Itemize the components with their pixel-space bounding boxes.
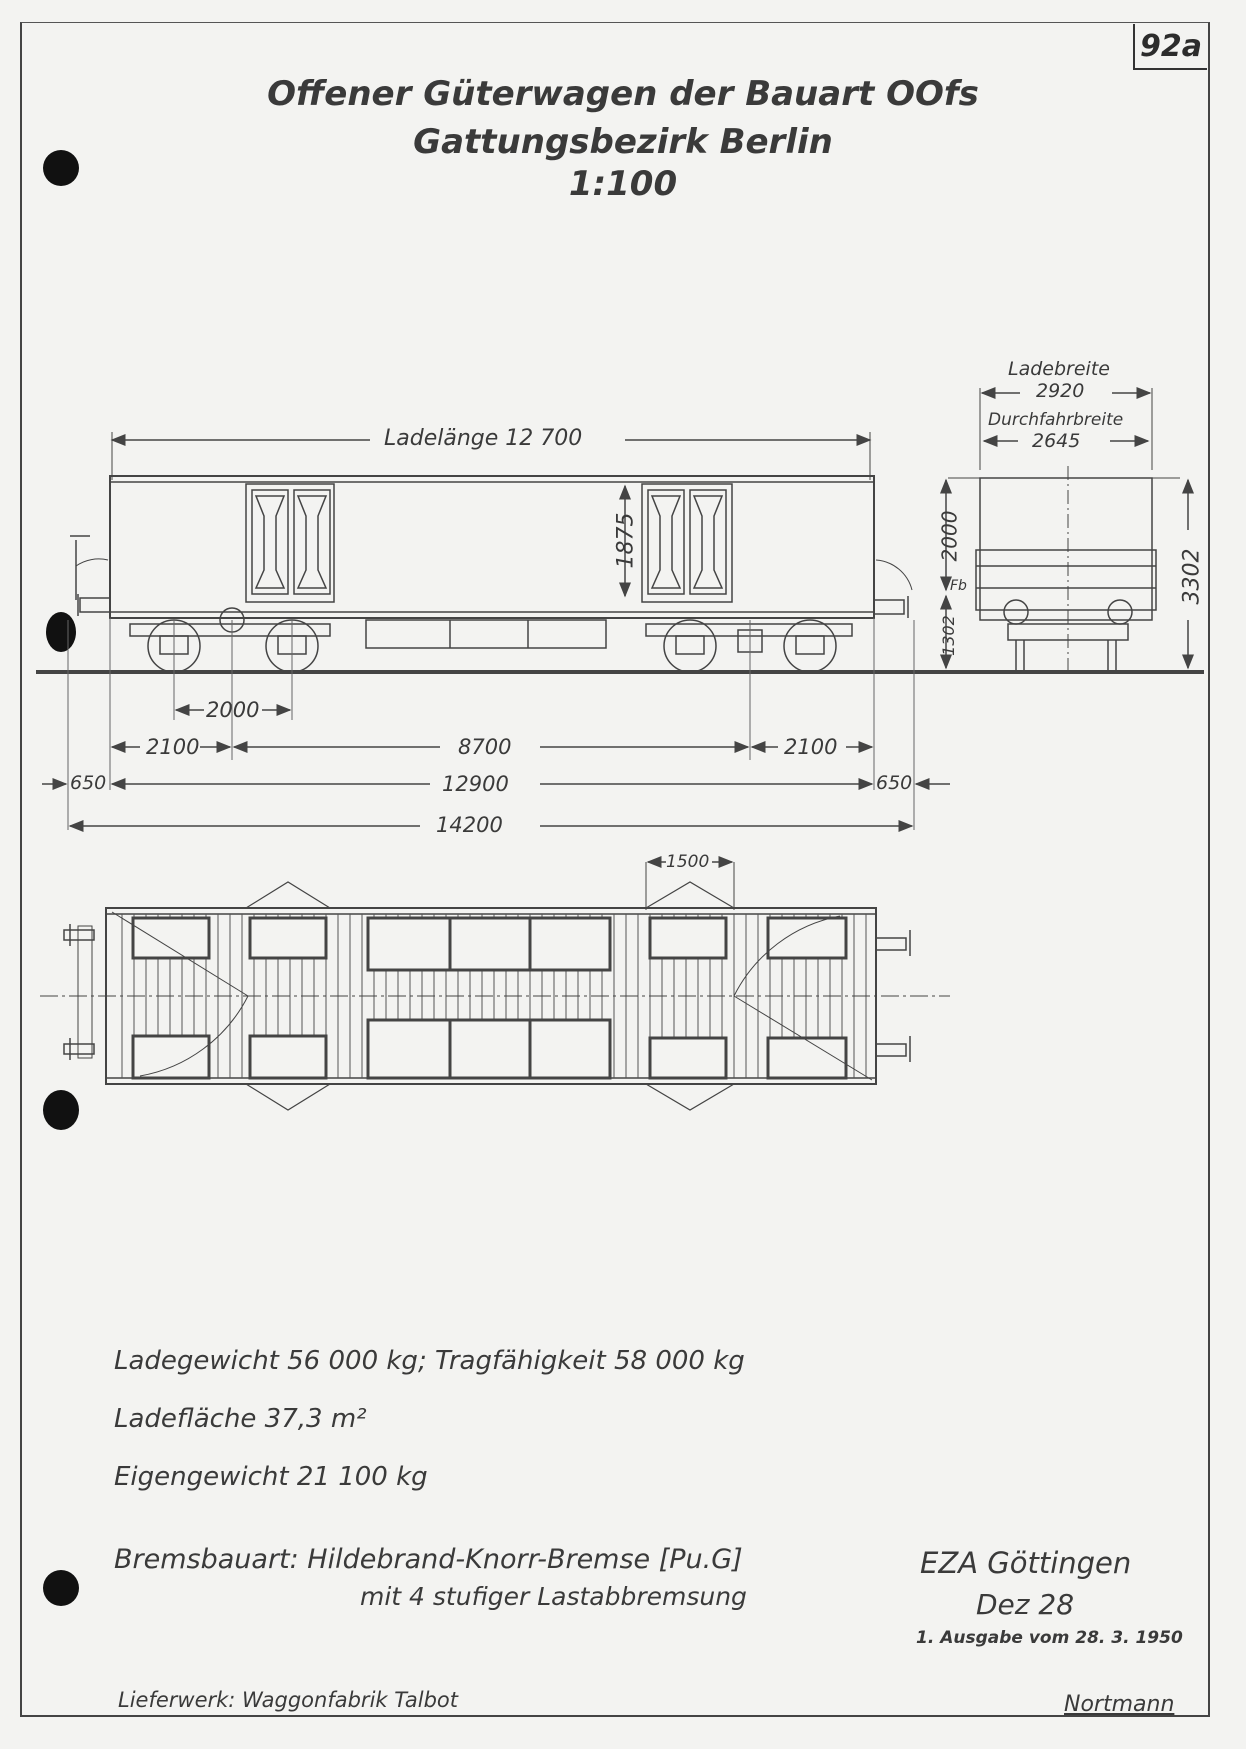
- ink-blot: [46, 612, 76, 652]
- manufacturer: Lieferwerk: Waggonfabrik Talbot: [118, 1688, 458, 1712]
- dim-axle-spacing: 2000: [206, 698, 260, 722]
- punch-hole-bottom: [43, 1570, 79, 1606]
- sheet-number: 92a: [1133, 24, 1207, 70]
- title-district: Gattungsbezirk Berlin: [413, 122, 833, 162]
- punch-hole-middle: [43, 1090, 79, 1130]
- dim-length-buffers: 14200: [436, 813, 503, 837]
- dim-ladebreite: 2920: [1036, 380, 1085, 402]
- brake-load-stages: mit 4 stufiger Lastabbremsung: [360, 1582, 747, 1611]
- title-scale: 1:100: [568, 164, 678, 204]
- dim-overhang-right: 2100: [784, 735, 838, 759]
- label-ladelaenge: Ladelänge 12 700: [384, 426, 583, 451]
- office-name: EZA Göttingen: [920, 1546, 1132, 1580]
- spec-load-weight: Ladegewicht 56 000 kg; Tragfähigkeit 58 …: [114, 1346, 745, 1376]
- spec-load-area: Ladefläche 37,3 m²: [114, 1404, 367, 1434]
- signature: Nortmann: [1064, 1692, 1175, 1717]
- dim-buffer-right: 650: [876, 772, 913, 794]
- dim-overhang-left: 2100: [146, 735, 200, 759]
- dim-length-frame: 12900: [442, 772, 509, 796]
- label-durchfahrbreite: Durchfahrbreite: [988, 410, 1124, 430]
- dim-total-height: 3302: [1179, 548, 1205, 605]
- title-wagon-type: Offener Güterwagen der Bauart OOfs: [267, 74, 979, 114]
- brake-type: Bremsbauart: Hildebrand-Knorr-Bremse [Pu…: [114, 1544, 743, 1575]
- punch-hole-top: [43, 150, 79, 186]
- dim-wall-height: 2000: [937, 510, 962, 562]
- dim-bogie-centers: 8700: [458, 735, 512, 759]
- dim-durchfahrbreite: 2645: [1032, 430, 1081, 452]
- dim-door-height: 1875: [613, 512, 639, 569]
- label-ladebreite: Ladebreite: [1008, 358, 1110, 380]
- label-floor: Fb: [950, 578, 967, 594]
- office-dept: Dez 28: [976, 1588, 1075, 1621]
- edition-date: 1. Ausgabe vom 28. 3. 1950: [916, 1628, 1183, 1648]
- dim-door-width: 1500: [666, 852, 710, 872]
- drawing-frame: [20, 22, 1210, 1717]
- spec-tare-weight: Eigengewicht 21 100 kg: [114, 1462, 428, 1492]
- dim-floor-height: 1302: [938, 615, 958, 656]
- dim-buffer-left: 650: [70, 772, 107, 794]
